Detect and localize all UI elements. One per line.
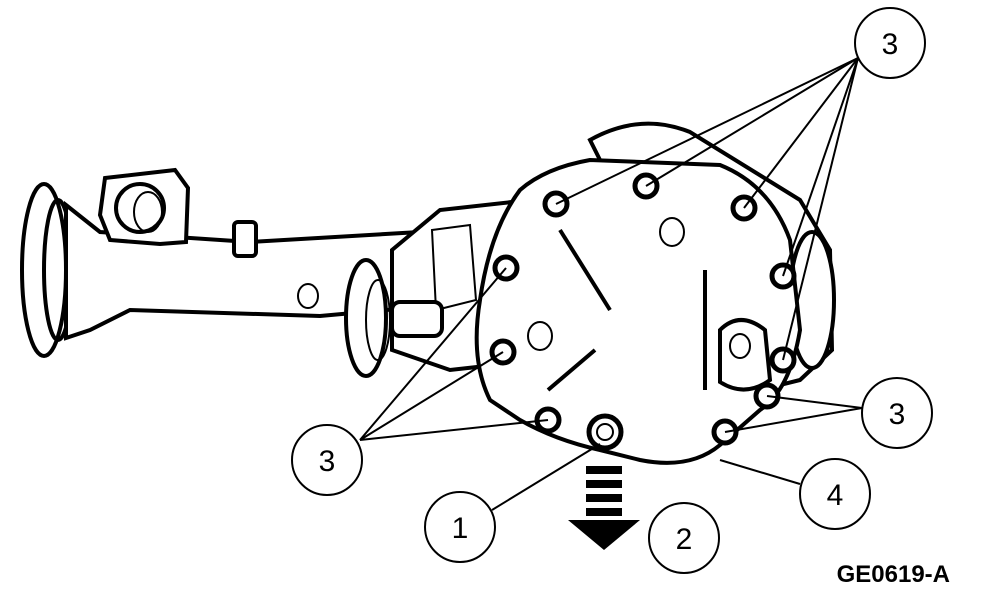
fill-plug-center xyxy=(596,423,614,441)
callout-number: 1 xyxy=(452,512,469,545)
vent-fitting xyxy=(232,220,258,258)
callout-1: 1 xyxy=(424,491,496,563)
leader-line xyxy=(724,407,863,433)
arrow-head xyxy=(568,520,640,550)
leader-line xyxy=(359,419,549,441)
leader-line xyxy=(782,57,859,361)
differential-cover xyxy=(474,157,803,465)
carrier-neck-detail xyxy=(430,223,478,312)
callout-3-left: 3 xyxy=(291,424,363,496)
figure-code: GE0619-A xyxy=(837,561,950,588)
leader-line xyxy=(491,443,601,511)
arrow-dash xyxy=(586,466,622,474)
arrow-dash xyxy=(586,508,622,516)
callout-2: 2 xyxy=(648,502,720,574)
pinion-stub xyxy=(390,300,444,338)
leader-line xyxy=(555,57,859,205)
callout-3-lower-right: 3 xyxy=(861,377,933,449)
axle-housing xyxy=(20,167,543,378)
callout-4: 4 xyxy=(799,458,871,530)
cover-boss-left xyxy=(527,321,553,351)
leader-line xyxy=(719,459,801,485)
callout-circle xyxy=(291,424,363,496)
callout-circle xyxy=(799,458,871,530)
leader-line xyxy=(645,57,859,187)
leader-line xyxy=(782,57,859,277)
callout-circle xyxy=(424,491,496,563)
callout-3-top-right: 3 xyxy=(854,7,926,79)
cover-boss-top xyxy=(659,217,685,247)
callout-number: 2 xyxy=(676,523,693,556)
cover-boss-right-hole xyxy=(729,333,751,359)
callout-number: 3 xyxy=(889,398,906,431)
spring-seat-boss xyxy=(114,182,166,234)
cover-boss-right xyxy=(718,318,773,392)
leader-lines xyxy=(359,57,863,511)
leader-line xyxy=(359,351,504,441)
callout-circle xyxy=(648,502,720,574)
leader-line xyxy=(359,267,507,441)
callout-number: 4 xyxy=(827,479,844,512)
fill-plug xyxy=(586,413,624,451)
leader-line xyxy=(743,57,859,209)
leader-line xyxy=(766,395,863,409)
tube-hole xyxy=(297,283,319,309)
spring-seat-hole xyxy=(133,191,163,233)
cover-rib-left xyxy=(558,228,612,312)
arrow-dash xyxy=(586,494,622,502)
callout-number: 3 xyxy=(882,28,899,61)
callout-circle xyxy=(861,377,933,449)
callout-circle xyxy=(854,7,926,79)
arrow-dash xyxy=(586,480,622,488)
cover-rib-lower xyxy=(546,348,597,392)
arrow-down-icon xyxy=(568,466,640,550)
cover-outline xyxy=(474,157,803,465)
callout-number: 3 xyxy=(319,445,336,478)
